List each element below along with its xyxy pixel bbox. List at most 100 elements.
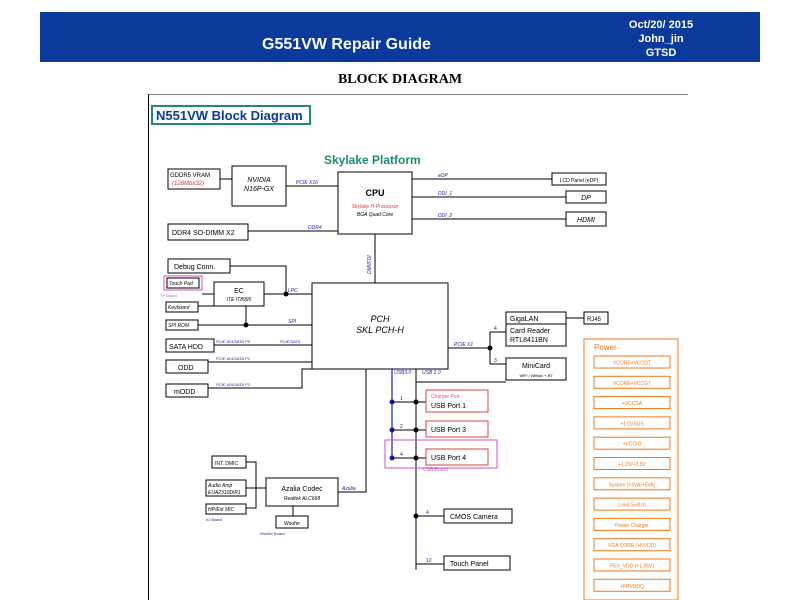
header-banner: G551VW Repair Guide Oct/20/ 2015 John_ji… [40, 12, 760, 62]
touchpad-box [166, 277, 200, 289]
touch-panel-port-num: 12 [426, 558, 432, 564]
lan-lane-label: 4 [494, 326, 497, 332]
touchpad-label: Touch Pad [169, 281, 193, 287]
cmos-port-num: 4 [426, 510, 429, 516]
power-item-label: VCORE+VCCGT [613, 381, 651, 387]
woofer-label: Woofer [284, 521, 300, 527]
power-item-box [593, 416, 671, 430]
minicard-box [505, 357, 567, 381]
keyboard-label: Keyboard [168, 305, 190, 311]
ec-model: ITE IT8995 [227, 297, 252, 303]
power-item-box [593, 477, 671, 491]
power-item-box [593, 436, 671, 450]
io-board-label: IO Board [206, 517, 222, 522]
usb20-label: USB 2.0 [422, 370, 441, 376]
touch-panel-box [443, 555, 511, 571]
power-item-label: System (+3VA/+5VA) [609, 482, 656, 488]
ddr4-label: DDR4 SO-DIMM X2 [172, 230, 235, 237]
power-item-label: Load Switch [618, 503, 645, 509]
gddr5-size: (128Mbx32) [172, 181, 204, 187]
rj45-box [583, 311, 609, 325]
pcie-x1-label: PCIE X1 [454, 342, 473, 348]
pcie-sata-label: PCIE/SATA [280, 339, 301, 344]
power-item-box [593, 375, 671, 389]
modd-box [165, 383, 209, 398]
azalia-link [338, 369, 367, 493]
int-dmic-label: INT. DMIC [215, 461, 238, 467]
platform-label: Skylake Platform [324, 153, 421, 167]
page-subtitle: BLOCK DIAGRAM [337, 72, 463, 87]
lcd-label: LCD Panel (eDP) [560, 178, 599, 184]
usb3-box [425, 420, 489, 438]
audio-left-bus [246, 461, 257, 509]
usb-board-highlight [384, 439, 498, 469]
cmos-box [443, 508, 513, 524]
header-title: G551VW Repair Guide [262, 36, 431, 53]
usb4-box [425, 448, 489, 466]
audio-amp-model: EUA2310DIR1 [208, 490, 241, 496]
odd-label: ODD [178, 365, 194, 372]
lcd-box [551, 172, 607, 186]
usb30-label: USB3.0 [394, 370, 411, 376]
usb1-port-num: 1 [400, 396, 403, 402]
power-item-box [593, 558, 671, 572]
header-date: Oct/20/ 2015 [628, 19, 694, 31]
cpu-proc: Skylake H-Processor [352, 204, 399, 210]
power-item-label: +VCCSA [622, 401, 643, 407]
azalia-model: Realtek ALC668 [284, 496, 320, 502]
power-item-box [593, 538, 671, 552]
power-item-label: VCORE+VCCGT [613, 361, 651, 367]
header-dept: GTSD [645, 47, 677, 59]
nvidia-box [231, 165, 287, 207]
ec-label: EC [234, 288, 244, 295]
lan-link [489, 331, 506, 348]
usb4-label: USB Port 4 [431, 455, 466, 462]
woofer-box [275, 515, 309, 529]
ddr4-bus-label: DDR4 [308, 225, 322, 231]
power-item-label: +FBVDDQ [620, 584, 644, 590]
gddr5-label: GDDR5 VRAM [170, 173, 210, 179]
usb1-box [425, 389, 489, 413]
ddi1-label: DDI_1 [438, 191, 452, 197]
ddr4-box [167, 223, 249, 241]
minicard-lane-label: 3 [494, 358, 497, 364]
ddi2-label: DDI_2 [438, 213, 452, 219]
cmos-label: CMOS Camera [450, 514, 498, 521]
sata-hdd-label: SATA HDD [169, 344, 203, 351]
lpc-junction [283, 291, 289, 297]
modd-label: mODD [174, 389, 195, 396]
usb4-port-num: 4 [400, 452, 403, 458]
cpu-box [337, 171, 413, 235]
sata-p0-label: PCIE #13/SATA P0 [216, 339, 251, 344]
keyboard-box [165, 301, 199, 313]
azalia-box [265, 477, 339, 507]
sata-p3-link [208, 368, 312, 389]
power-item-label: +1.2V/+2.5V [618, 462, 646, 468]
power-item-label: +VCCIO [623, 442, 642, 448]
header-author: John_jin [638, 33, 684, 45]
minicard-link [489, 348, 506, 365]
diagram-title: N551VW Block Diagram [156, 108, 303, 123]
azalia-label: Azalia Codec [281, 486, 323, 493]
odd-box [165, 359, 209, 374]
power-item-box [593, 396, 671, 410]
card-reader-model: RTL8411BN [510, 337, 548, 344]
dmi-label: DMI/FDI [367, 255, 373, 274]
touch-panel-label: Touch Panel [450, 561, 489, 568]
spi-rom-label: SPI ROM [168, 323, 190, 329]
power-item-box [593, 355, 671, 369]
hdmi-label: HDMI [577, 217, 595, 224]
power-item-box [593, 578, 671, 592]
pcie-x16-label: PCIE X16 [296, 180, 318, 186]
diagram-title-box [151, 105, 311, 125]
usb1-label: USB Port 1 [431, 403, 466, 410]
pch-model: SKL PCH-H [356, 325, 404, 335]
hp-mic-label: HP/Ext MIC [208, 507, 235, 513]
touchpad-highlight [163, 275, 203, 291]
power-items: VCORE+VCCGTVCORE+VCCGT+VCCSA+1.0VSUS+VCC… [593, 355, 671, 592]
touchpad-board-label: TP Board [160, 293, 177, 298]
hdmi-box [565, 211, 607, 227]
audio-amp-label: Audio Amp [207, 483, 232, 489]
rj45-label: RJ45 [587, 317, 602, 323]
minicard-sub: WiFi / WiMax + BT [519, 373, 553, 378]
